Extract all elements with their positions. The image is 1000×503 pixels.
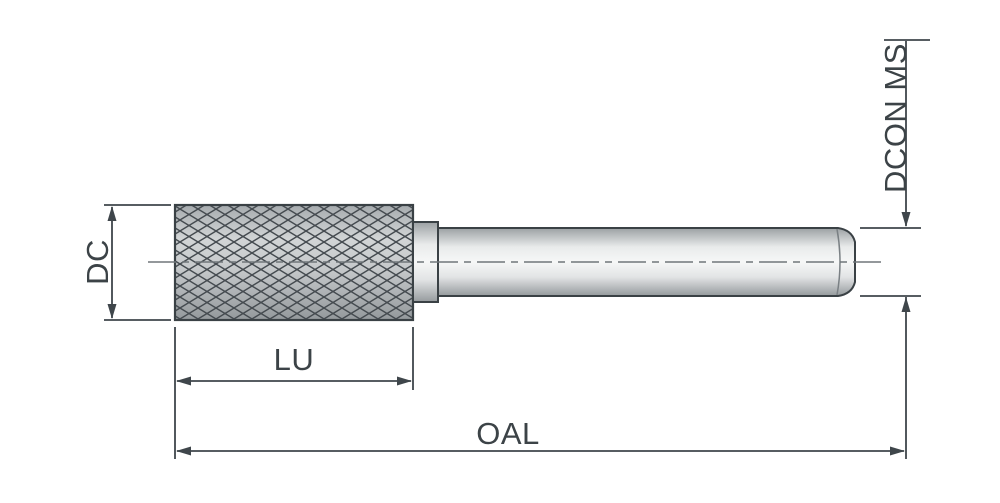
shank-body xyxy=(437,227,856,297)
lu-dimension xyxy=(174,327,414,459)
dc-arrow-up-icon xyxy=(107,206,117,221)
lu-label: LU xyxy=(274,342,315,377)
dcon-arrow-up-icon xyxy=(901,297,911,312)
lu-arrow-right-icon xyxy=(397,376,412,386)
dc-arrow-down-icon xyxy=(107,304,117,319)
dc-dimension xyxy=(104,204,171,321)
oal-arrow-left-icon xyxy=(176,446,191,456)
cylindrical-shank xyxy=(437,227,856,297)
oal-dimension xyxy=(176,297,907,459)
oal-label: OAL xyxy=(476,416,540,451)
lu-arrow-left-icon xyxy=(176,376,191,386)
oal-arrow-right-icon xyxy=(890,446,905,456)
dc-label: DC xyxy=(80,239,115,285)
shank-end-chamfer-line xyxy=(836,228,841,296)
dcon-dimension xyxy=(860,39,930,312)
dcon-arrow-down-icon xyxy=(901,212,911,227)
dcon-ms-label: DCON MS xyxy=(878,43,913,193)
